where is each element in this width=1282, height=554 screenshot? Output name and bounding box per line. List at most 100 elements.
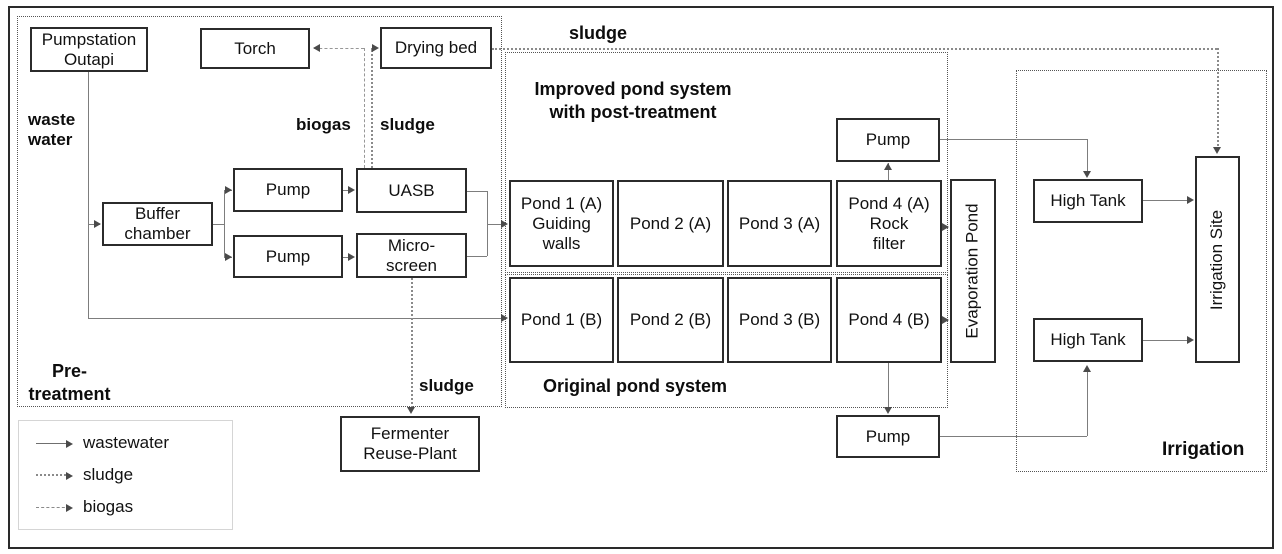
line-pond4a-to-pump (888, 163, 889, 180)
node-label: Pump (865, 130, 911, 149)
node-label: Pond 3 (A) (738, 213, 821, 233)
line-pump-to-microscreen (343, 257, 352, 258)
node-label: Micro- screen (385, 235, 438, 275)
node-label: Irrigation Site (1207, 209, 1227, 310)
line-uasb-out (467, 191, 487, 192)
arrowhead-icon (66, 472, 73, 480)
line-buffer-split (224, 190, 225, 257)
line-down-to-hightank-top (1087, 139, 1088, 175)
node-fermenter-reuse-plant: Fermenter Reuse-Plant (340, 416, 480, 472)
legend-item-sludge: sludge (36, 465, 232, 485)
sludge-line-sample (36, 472, 73, 480)
node-pump-right-bottom: Pump (836, 415, 940, 458)
legend-label: wastewater (83, 433, 169, 452)
arrowhead-into-hightank-top (1083, 171, 1091, 178)
section-title-irrigation: Irrigation (1162, 439, 1245, 460)
node-pumpstation-outapi: Pumpstation Outapi (30, 27, 148, 72)
line-wastewater-outapi-down (88, 72, 89, 318)
arrowhead-into-pump-right-top (884, 163, 892, 170)
flow-label-sludge-fermenter: sludge (419, 376, 474, 395)
node-label: Pond 4 (B) (848, 310, 930, 329)
arrowhead-into-site-bottom (1187, 336, 1194, 344)
node-pump-top: Pump (233, 168, 343, 212)
line-sludge-uasb-up (371, 50, 373, 168)
improved-pond-system-container (505, 52, 948, 273)
line-pump-right-top-out (940, 139, 1087, 140)
node-evaporation-pond: Evaporation Pond (950, 179, 996, 363)
node-label: Buffer chamber (124, 204, 191, 243)
legend-label: sludge (83, 465, 134, 484)
arrowhead-icon (66, 439, 73, 448)
node-high-tank-bottom: High Tank (1033, 318, 1143, 362)
node-label: High Tank (1050, 191, 1126, 210)
node-label: Pond 2 (A) (629, 213, 712, 233)
arrowhead-into-site-top (1187, 196, 1194, 204)
node-label: Evaporation Pond (963, 203, 982, 339)
node-uasb: UASB (356, 168, 467, 213)
biogas-line-sample (36, 503, 73, 512)
flow-label-biogas: biogas (296, 115, 351, 134)
node-label: Pump (865, 426, 911, 446)
arrowhead-into-pond1a (501, 220, 508, 228)
node-pond4b: Pond 4 (B) (836, 277, 942, 363)
diagram-outer-frame (8, 6, 1274, 549)
node-label: Pond 2 (B) (629, 310, 712, 329)
line-pump-to-uasb (343, 190, 352, 191)
arrowhead-sludge-into-dryingbed (372, 44, 379, 52)
flow-label-sludge-top: sludge (569, 23, 628, 43)
node-drying-bed: Drying bed (380, 27, 492, 69)
line-buffer-out (213, 224, 225, 225)
node-label: Pond 3 (B) (738, 310, 821, 329)
arrowhead-into-buffer (94, 220, 101, 228)
node-pond3a: Pond 3 (A) (727, 180, 832, 267)
node-label: Torch (234, 38, 276, 58)
node-torch: Torch (200, 28, 310, 69)
line-hightank-top-to-site (1143, 200, 1189, 201)
node-buffer-chamber: Buffer chamber (102, 202, 213, 246)
line-merge-vertical (487, 191, 488, 256)
arrowhead-biogas-into-torch (313, 44, 320, 52)
line-sludge-microscreen-to-fermenter (411, 278, 413, 408)
original-pond-system-container (505, 274, 948, 408)
node-label: Pump (265, 246, 311, 266)
section-title-pretreatment: Pre- treatment (28, 361, 111, 404)
node-pond2a: Pond 2 (A) (617, 180, 724, 267)
node-pond1b: Pond 1 (B) (509, 277, 614, 363)
line-microscreen-out (467, 256, 487, 257)
node-label: Pond 1 (B) (520, 310, 603, 329)
node-label: High Tank (1050, 330, 1126, 349)
arrowhead-into-pump-right-bottom (884, 407, 892, 414)
line-pond4b-to-pump-bottom (888, 363, 889, 411)
node-pond2b: Pond 2 (B) (617, 277, 724, 363)
line-pump-right-bottom-out (940, 436, 1087, 437)
node-micro-screen: Micro- screen (356, 233, 467, 278)
section-title-improved-pond-system: Improved pond system with post-treatment (534, 79, 732, 122)
line-wastewater-to-pond1b (88, 318, 503, 319)
flow-label-waste-water: waste water (28, 110, 76, 149)
arrowhead-into-uasb (348, 186, 355, 194)
node-high-tank-top: High Tank (1033, 179, 1143, 223)
legend-label: biogas (83, 497, 134, 516)
node-pump-right-top: Pump (836, 118, 940, 162)
node-pond1a: Pond 1 (A) Guiding walls (509, 180, 614, 267)
arrowhead-into-evap-top (942, 223, 949, 231)
arrowhead-into-microscreen (348, 253, 355, 261)
arrowhead-icon (66, 503, 73, 512)
node-label: Pumpstation Outapi (41, 29, 137, 69)
section-title-original-pond-system: Original pond system (543, 376, 728, 396)
arrowhead-into-hightank-bottom (1083, 365, 1091, 372)
line-up-to-hightank-bottom (1087, 368, 1088, 436)
node-label: Pond 1 (A) Guiding walls (520, 193, 603, 253)
node-pump-bottom: Pump (233, 235, 343, 278)
irrigation-section-container (1016, 70, 1267, 472)
line-biogas-to-torch (314, 48, 364, 49)
node-label: Fermenter Reuse-Plant (363, 424, 457, 463)
line-sludge-dryingbed-right (492, 48, 1217, 50)
arrowhead-into-pump-top (225, 186, 232, 194)
node-label: UASB (388, 180, 435, 200)
node-pond3b: Pond 3 (B) (727, 277, 832, 363)
line-sludge-down-to-site (1217, 48, 1219, 150)
node-label: Pond 4 (A) Rock filter (848, 193, 930, 253)
arrowhead-sludge-into-site (1213, 147, 1221, 154)
